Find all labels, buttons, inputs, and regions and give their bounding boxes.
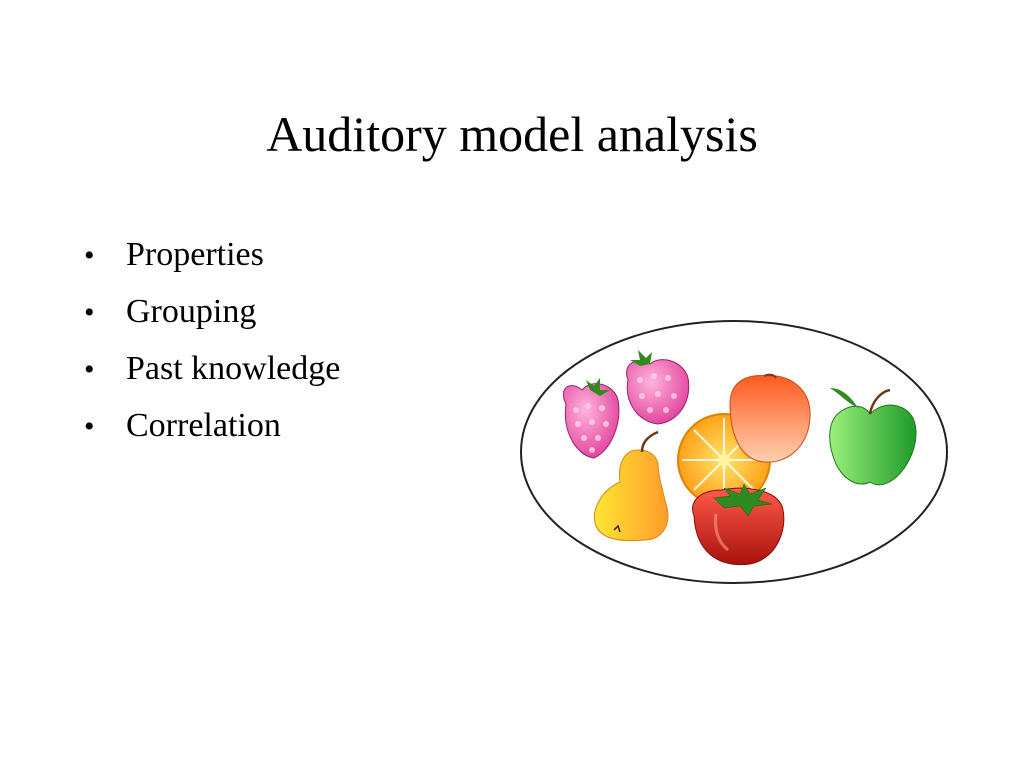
bullet-text: Correlation — [126, 407, 281, 444]
pear-icon — [594, 430, 669, 542]
bullet-item-past-knowledge: • Past knowledge — [84, 340, 340, 397]
apple-icon — [829, 388, 917, 486]
slide-title: Auditory model analysis — [266, 106, 758, 162]
raspberry-icon — [626, 350, 690, 425]
peach-icon — [729, 373, 811, 463]
bullet-icon: • — [84, 296, 95, 329]
bullet-item-grouping: • Grouping — [84, 283, 340, 340]
raspberry-icon — [562, 378, 620, 459]
bullet-icon: • — [84, 239, 95, 272]
bullet-item-properties: • Properties — [84, 226, 340, 283]
bullet-list: • Properties • Grouping • Past knowledge • C… — [84, 226, 340, 454]
tomato-icon — [692, 483, 785, 566]
bullet-icon: • — [84, 410, 95, 443]
bullet-text: Past knowledge — [126, 350, 341, 387]
bullet-text: Grouping — [126, 293, 257, 330]
bullet-text: Properties — [126, 236, 264, 273]
bullet-item-correlation: • Correlation — [84, 397, 340, 454]
fruit-plate-icon — [520, 320, 948, 584]
bullet-icon: • — [84, 353, 95, 386]
